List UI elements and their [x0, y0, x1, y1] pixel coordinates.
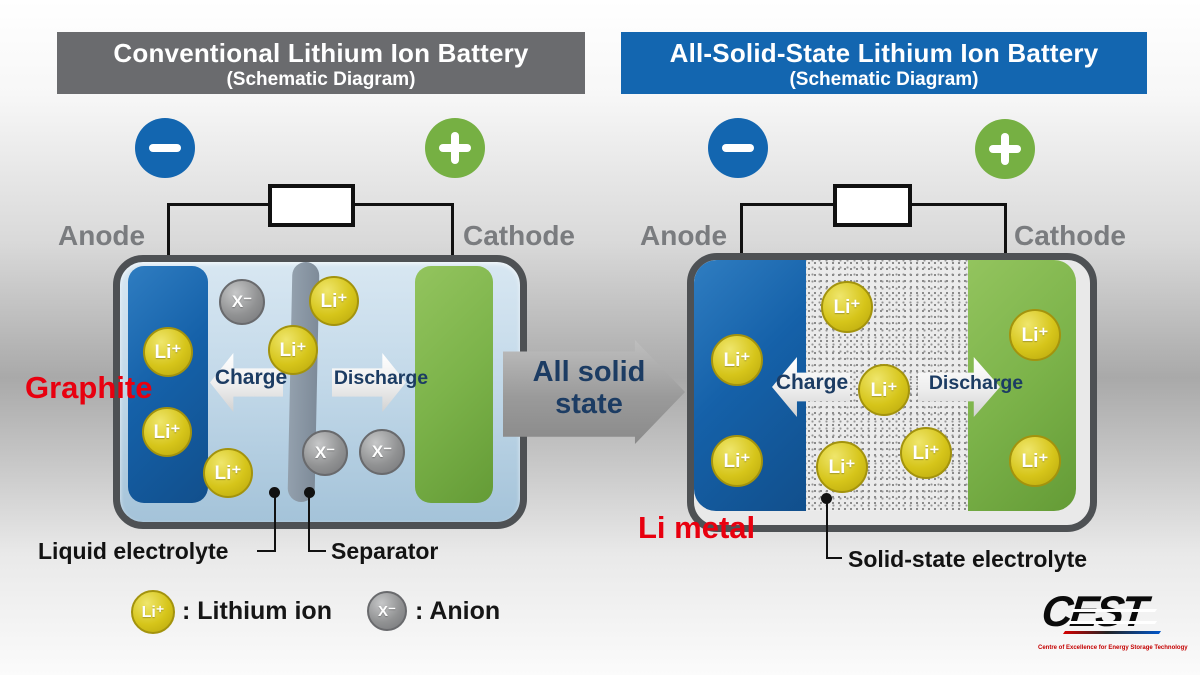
anion-particle: X⁻: [359, 429, 405, 475]
left-cathode-label: Cathode: [463, 220, 575, 251]
solid-electrolyte-callout-dot: [821, 493, 832, 504]
right-title-banner: All-Solid-State Lithium Ion Battery (Sch…: [621, 32, 1147, 94]
cathode-bar: [415, 266, 493, 503]
li-ion-particle: Li⁺: [858, 364, 910, 416]
right-cathode-label: Cathode: [1014, 220, 1126, 251]
li-ion-particle: Li⁺: [203, 448, 253, 498]
transition-arrow-label: All solid state: [513, 356, 665, 420]
right-subtitle: (Schematic Diagram): [789, 69, 979, 90]
right-circuit-wire: [740, 203, 743, 260]
legend-anion-label: : Anion: [415, 597, 501, 625]
left-title-banner: Conventional Lithium Ion Battery (Schema…: [57, 32, 585, 94]
li-ion-particle: Li⁺: [816, 441, 868, 493]
plus-bar-v: [1001, 133, 1009, 165]
electrolyte-callout-line: [274, 497, 276, 552]
solid-state-electrolyte-label: Solid-state electrolyte: [848, 546, 1088, 572]
anion-particle: X⁻: [219, 279, 265, 325]
legend-lithium-label: : Lithium ion: [182, 597, 332, 625]
plus-bar-v: [451, 132, 459, 164]
li-ion-particle: Li⁺: [711, 334, 763, 386]
right-anode-label: Anode: [640, 220, 728, 251]
anion-particle: X⁻: [302, 430, 348, 476]
charge-label: Charge: [775, 371, 849, 394]
discharge-label: Discharge: [928, 372, 1024, 394]
separator-callout-line: [308, 497, 310, 552]
left-circuit-wire: [167, 203, 170, 265]
separator-label: Separator: [331, 538, 439, 564]
li-metal-label: Li metal: [638, 510, 756, 545]
graphite-anode-bar: [128, 266, 208, 503]
plus-icon: [975, 119, 1035, 179]
solid-electrolyte-callout-line: [826, 503, 828, 559]
right-title: All-Solid-State Lithium Ion Battery: [669, 38, 1099, 68]
cest-logo-text: CEST: [1039, 588, 1148, 636]
graphite-label: Graphite: [25, 370, 153, 405]
logo-gradient-stripe: [1062, 631, 1162, 634]
li-ion-particle: Li⁺: [1009, 309, 1061, 361]
minus-bar: [149, 144, 181, 152]
minus-icon: [708, 118, 768, 178]
li-ion-particle: Li⁺: [821, 281, 873, 333]
legend-anion-icon: X⁻: [367, 591, 407, 631]
separator-callout-line: [310, 550, 326, 552]
cest-logo-tagline: Centre of Excellence for Energy Storage …: [1038, 645, 1188, 651]
li-ion-particle: Li⁺: [268, 325, 318, 375]
li-ion-particle: Li⁺: [711, 435, 763, 487]
solid-electrolyte-callout-line: [828, 557, 842, 559]
left-load-resistor: [268, 184, 355, 227]
legend-li-ion-icon: Li⁺: [131, 590, 175, 634]
minus-bar: [722, 144, 754, 152]
plus-icon: [425, 118, 485, 178]
electrolyte-callout-line: [257, 550, 275, 552]
transition-line1: All solid: [532, 356, 646, 388]
logo-stripe: [1070, 609, 1158, 612]
charge-label: Charge: [214, 366, 288, 389]
separator-callout-dot: [304, 487, 315, 498]
electrolyte-callout-dot: [269, 487, 280, 498]
left-circuit-wire: [451, 203, 454, 265]
left-anode-label: Anode: [58, 220, 146, 251]
discharge-label: Discharge: [333, 367, 429, 389]
li-ion-particle: Li⁺: [1009, 435, 1061, 487]
solid-state-battery-cell: Charge Discharge Li⁺ Li⁺ Li⁺ Li⁺ Li⁺ Li⁺…: [687, 253, 1097, 532]
logo-stripe: [1066, 621, 1158, 624]
minus-icon: [135, 118, 195, 178]
conventional-battery-cell: Charge Discharge Li⁺ Li⁺ Li⁺ Li⁺ Li⁺ X⁻ …: [113, 255, 527, 529]
li-ion-particle: Li⁺: [143, 327, 193, 377]
li-ion-particle: Li⁺: [142, 407, 192, 457]
li-ion-particle: Li⁺: [309, 276, 359, 326]
li-ion-particle: Li⁺: [900, 427, 952, 479]
left-title: Conventional Lithium Ion Battery: [113, 38, 529, 68]
left-subtitle: (Schematic Diagram): [226, 69, 416, 90]
liquid-electrolyte-label: Liquid electrolyte: [38, 538, 229, 564]
transition-line2: state: [555, 388, 623, 420]
cest-logo: CEST Centre of Excellence for Energy Sto…: [1038, 588, 1188, 663]
right-load-resistor: [833, 184, 912, 227]
right-circuit-wire: [1004, 203, 1007, 260]
